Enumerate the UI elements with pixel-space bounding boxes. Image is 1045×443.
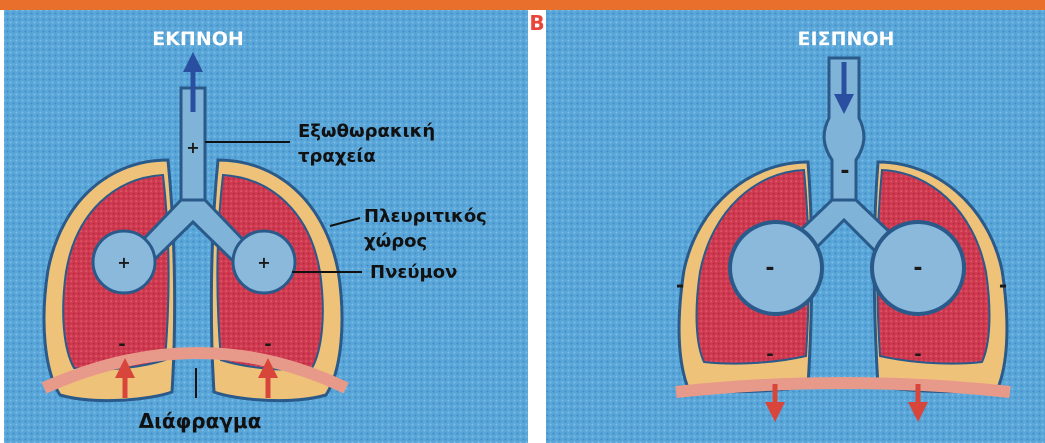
right-alveolus-left	[730, 222, 822, 314]
panel-letter: B	[529, 11, 544, 35]
right-side-left-sign: -	[676, 273, 684, 297]
pleural-label-line2: χώρος	[364, 231, 427, 252]
right-pleural-left-sign: -	[766, 344, 773, 365]
right-trachea-sign: -	[840, 159, 849, 184]
left-trachea-sign: +	[186, 138, 199, 157]
diaphragm-label: Διάφραγμα	[139, 409, 262, 433]
right-panel: ΕΙΣΠΝΟΗ - - - - - - -	[546, 10, 1045, 443]
left-pleural-right-sign: -	[264, 334, 271, 355]
left-alveolus-left-sign: +	[117, 253, 130, 272]
right-panel-title: ΕΙΣΠΝΟΗ	[798, 28, 895, 50]
top-frame-bar	[0, 0, 1045, 10]
lung-label: Πνεύμον	[370, 262, 457, 283]
right-alveolus-left-sign: -	[765, 256, 774, 281]
trachea-label-line2: τραχεία	[298, 146, 376, 167]
right-pleural-right-sign: -	[914, 344, 921, 365]
left-panel-title: ΕΚΠΝΟΗ	[152, 28, 244, 50]
left-panel: ΕΚΠΝΟΗ Εξωθωρακική τραχεία Πλευριτικός χ…	[4, 10, 528, 443]
left-alveolus-right-sign: +	[257, 253, 270, 272]
trachea-label-line1: Εξωθωρακική	[298, 121, 435, 142]
left-pleural-left-sign: -	[118, 334, 125, 355]
right-alveolus-right-sign: -	[913, 256, 922, 281]
right-side-right-sign: -	[999, 273, 1007, 297]
panel-divider	[528, 10, 546, 443]
pleural-label-line1: Πλευριτικός	[364, 206, 487, 227]
